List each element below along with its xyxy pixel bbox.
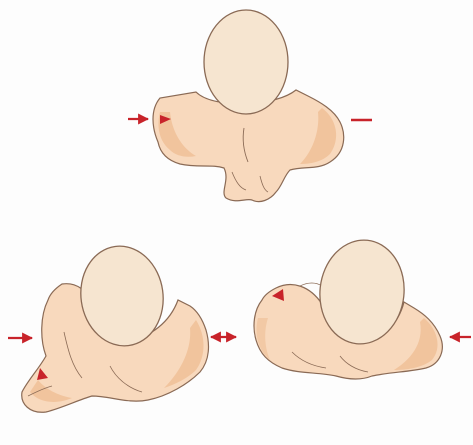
figure-bottom-right-rotated [254,236,471,379]
muscle-line [300,283,322,286]
figure-bottom-left-rotated [8,241,236,412]
head [204,10,288,114]
figure-top-symmetric [128,10,372,202]
